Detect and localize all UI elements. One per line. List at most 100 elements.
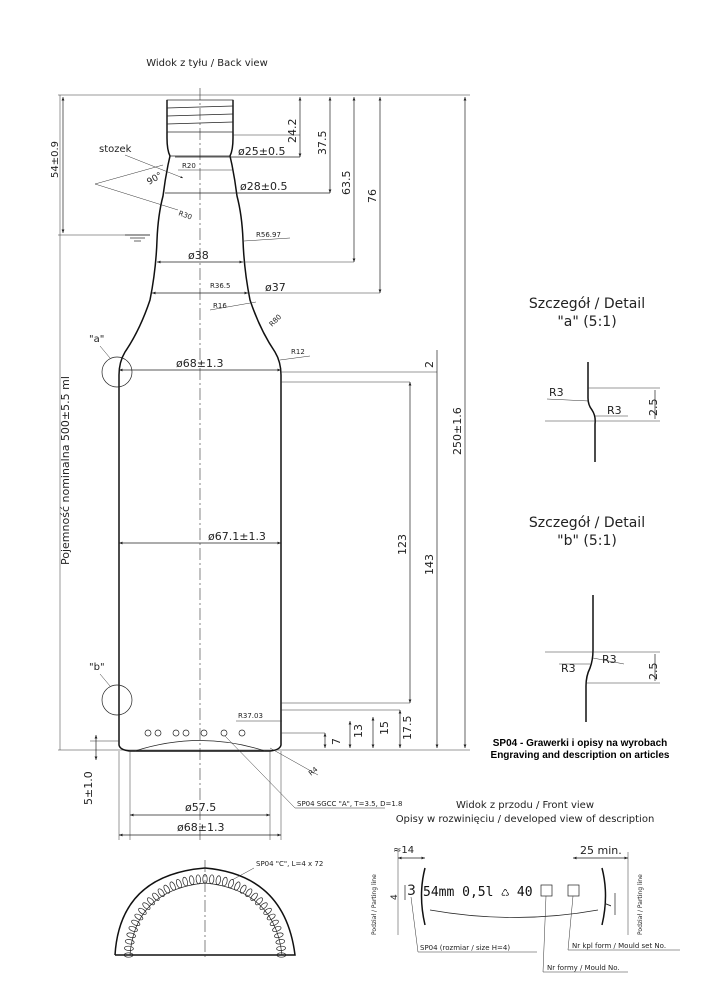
detail-b-marker: "b" xyxy=(89,662,105,673)
d143-label: 143 xyxy=(423,554,436,575)
knurl-mark xyxy=(245,888,253,897)
angle-label: 90° xyxy=(146,171,165,188)
h7-label: 7 xyxy=(604,902,614,908)
detail-b-r3-l: R3 xyxy=(561,662,576,675)
knurl-mark xyxy=(126,932,136,939)
engraving-text-line: 54mm 0,5l ♺ 40 xyxy=(423,885,533,900)
r20-label: R20 xyxy=(182,162,196,170)
detail-b-circle xyxy=(101,684,133,716)
mould-set-label: Nr kpl form / Mould set No. xyxy=(572,942,666,950)
knurl-mark xyxy=(128,926,138,932)
r30-label: R30 xyxy=(177,209,193,221)
detail-a-profile xyxy=(587,362,596,462)
engraving-prefix: 3 xyxy=(407,883,416,899)
size-leader xyxy=(410,896,419,953)
mould-no-leader xyxy=(542,895,547,973)
engraving-title-pl: SP04 - Grawerki i opisy na wyrobach xyxy=(493,738,668,749)
h4-label: 4 xyxy=(390,894,400,900)
angle-ray-1 xyxy=(94,164,164,185)
developed-panel-bottom xyxy=(429,909,599,918)
knurl-mark xyxy=(131,919,141,927)
developed-panel xyxy=(420,867,607,926)
knurl-mark xyxy=(157,888,165,897)
knurl-mark xyxy=(263,907,272,915)
thread-line-3 xyxy=(166,121,234,125)
phi68a-label: ø68±1.3 xyxy=(176,357,223,370)
knurl-mark xyxy=(222,876,228,887)
sgcc-label: SP04 SGCC "A", T=3.5, D=1.8 xyxy=(297,800,402,808)
phi25-label: ø25±0.5 xyxy=(238,145,285,158)
stozek-label: stozek xyxy=(99,144,132,155)
detail-a-r3-r: R3 xyxy=(607,404,622,417)
r5697-line xyxy=(243,237,291,242)
r4-label: R4 xyxy=(307,765,320,777)
detail-a-circle xyxy=(101,356,133,388)
d375-label: 37.5 xyxy=(316,131,329,156)
d13-label: 13 xyxy=(352,724,365,738)
parting-line-right-label: Podział / Parting line xyxy=(637,874,644,935)
base-push-up xyxy=(134,740,266,752)
approx14-label: ≈14 xyxy=(393,845,414,856)
mould-no-box xyxy=(540,884,553,897)
knurl-mark xyxy=(124,945,134,951)
d7-label: 7 xyxy=(330,738,343,745)
phi671-label: ø67.1±1.3 xyxy=(208,530,266,543)
detail-a-leader xyxy=(99,345,111,359)
detail-b-r3-r-line xyxy=(592,657,625,665)
d175-label: 17.5 xyxy=(401,716,414,741)
phi575-label: ø57.5 xyxy=(185,801,216,814)
d5-label: 5±1.0 xyxy=(82,771,95,805)
developed-view-title: Opisy w rozwinięciu / developed view of … xyxy=(396,814,655,825)
sp04c-leader xyxy=(231,867,255,881)
d15-label: 15 xyxy=(378,721,391,735)
knurl-mark xyxy=(123,952,134,958)
knurl-mark xyxy=(142,902,151,910)
knurl-mark xyxy=(259,902,268,910)
knurl-mark xyxy=(189,875,195,885)
d635-label: 63.5 xyxy=(340,171,353,196)
r3703-label: R37.03 xyxy=(238,712,263,720)
r365-label: R36.5 xyxy=(210,282,230,290)
mould-set-box xyxy=(567,884,580,897)
knurl-mark xyxy=(266,913,276,921)
engraving-title-en: Engraving and description on articles xyxy=(491,750,670,761)
knurl-mark xyxy=(152,892,160,901)
detail-b-25: 2.5 xyxy=(647,663,660,681)
knurl-mark xyxy=(169,881,176,891)
knurl-mark xyxy=(147,897,155,906)
knurl-mark xyxy=(275,939,286,945)
front-view-title: Widok z przodu / Front view xyxy=(456,800,594,811)
sgcc-knurl-dots xyxy=(144,729,246,737)
detail-b-title: Szczegół / Detail xyxy=(529,515,645,531)
knurl-mark xyxy=(124,939,135,945)
phi38-label: ø38 xyxy=(188,249,209,262)
thread-line-1 xyxy=(166,105,234,109)
phi68b-label: ø68±1.3 xyxy=(177,821,224,834)
knurl-mark xyxy=(182,876,188,887)
knurl-mark xyxy=(276,945,286,951)
sp04c-knurl-ring xyxy=(123,874,287,958)
d242-label: 24.2 xyxy=(286,119,299,144)
knurl-mark xyxy=(274,932,284,939)
mould-no-label: Nr formy / Mould No. xyxy=(547,964,620,972)
d2-label: 2 xyxy=(423,361,436,368)
capacity-label: Pojemność nominalna 500±5.5 ml xyxy=(59,376,72,565)
bottle-outline xyxy=(118,100,282,752)
parting-line-left-label: Podział / Parting line xyxy=(371,874,378,935)
knurl-mark xyxy=(195,874,201,885)
detail-b-leader xyxy=(99,673,111,687)
stozek-leader xyxy=(124,154,184,179)
knurl-mark xyxy=(269,919,279,927)
knurl-mark xyxy=(234,881,241,891)
knurl-mark xyxy=(138,907,147,915)
knurl-mark xyxy=(209,874,215,885)
knurl-mark xyxy=(239,884,247,894)
knurl-mark xyxy=(134,913,144,921)
knurl-mark xyxy=(228,878,235,889)
knurl-mark xyxy=(272,926,282,932)
back-view-title: Widok z tyłu / Back view xyxy=(146,58,268,69)
r80-label: R80 xyxy=(268,313,283,328)
min25-label: 25 min. xyxy=(580,844,622,857)
dim-neck-height-label: 54±0.9 xyxy=(50,141,61,178)
